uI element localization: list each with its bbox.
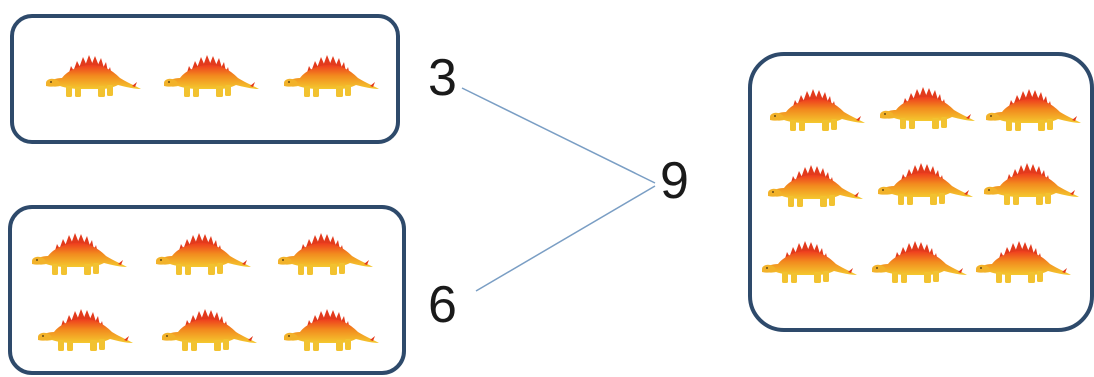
stegosaurus-icon	[42, 54, 142, 99]
stegosaurus-icon	[160, 54, 260, 99]
stegosaurus-icon	[876, 86, 976, 131]
stegosaurus-icon	[34, 308, 134, 353]
stegosaurus-icon	[980, 162, 1080, 207]
part-a-number: 3	[428, 49, 457, 107]
stegosaurus-icon	[766, 88, 866, 133]
stegosaurus-icon	[764, 164, 864, 209]
stegosaurus-icon	[982, 88, 1082, 133]
stegosaurus-icon	[972, 240, 1072, 285]
stegosaurus-icon	[280, 54, 380, 99]
whole-number: 9	[660, 152, 689, 210]
stegosaurus-icon	[758, 240, 858, 285]
stegosaurus-icon	[868, 240, 968, 285]
part-b-number: 6	[428, 276, 457, 334]
stegosaurus-icon	[28, 232, 128, 277]
stegosaurus-icon	[158, 308, 258, 353]
stegosaurus-icon	[274, 232, 374, 277]
connector-line-bottom	[475, 185, 656, 292]
stegosaurus-icon	[280, 308, 380, 353]
connector-line-top	[461, 87, 656, 184]
stegosaurus-icon	[874, 162, 974, 207]
stegosaurus-icon	[152, 232, 252, 277]
